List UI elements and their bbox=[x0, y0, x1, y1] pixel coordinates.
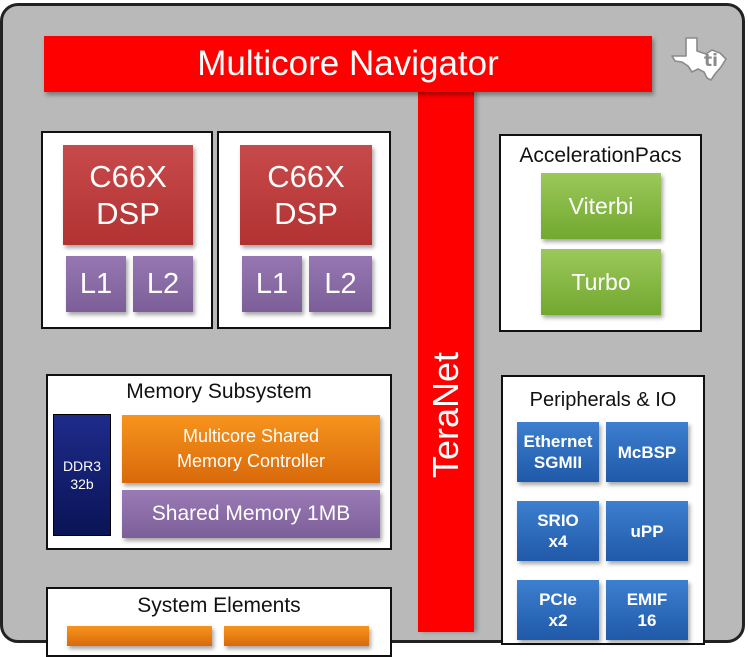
system-element-block bbox=[224, 626, 369, 646]
turbo-label: Turbo bbox=[571, 268, 631, 295]
multicore-navigator-label: Multicore Navigator bbox=[197, 44, 499, 83]
ethernet-sgmii-block: Ethernet SGMII bbox=[517, 422, 599, 482]
viterbi-block: Viterbi bbox=[541, 173, 661, 239]
l1-cache-block: L1 bbox=[66, 256, 126, 312]
pcie-block: PCIe x2 bbox=[517, 580, 599, 640]
multicore-navigator-bar: Multicore Navigator bbox=[44, 36, 652, 92]
peripheral-label: PCIe bbox=[539, 590, 577, 609]
peripheral-sublabel: SGMII bbox=[533, 453, 583, 472]
l2-cache-block: L2 bbox=[309, 256, 372, 312]
dsp-core-type: DSP bbox=[96, 196, 160, 231]
dsp-core-block: C66X DSP bbox=[240, 145, 372, 245]
l2-cache-block: L2 bbox=[133, 256, 193, 312]
peripheral-label: EMIF bbox=[626, 590, 668, 609]
controller-label-line2: Memory Controller bbox=[176, 451, 326, 471]
peripheral-label: uPP bbox=[630, 521, 664, 541]
texas-instruments-logo-icon: ti bbox=[671, 37, 727, 81]
dsp-core-type: DSP bbox=[274, 196, 338, 231]
l2-cache-label: L2 bbox=[146, 267, 180, 300]
peripheral-sublabel: 16 bbox=[637, 611, 657, 630]
turbo-block: Turbo bbox=[541, 249, 661, 315]
peripheral-label: SRIO bbox=[537, 511, 579, 530]
ddr3-width-label: 32b bbox=[70, 476, 94, 492]
upp-block: uPP bbox=[606, 501, 688, 561]
teranet-bus bbox=[418, 92, 474, 632]
mcbsp-block: McBSP bbox=[606, 422, 688, 482]
peripherals-io-title: Peripherals & IO bbox=[529, 389, 677, 411]
peripheral-label: McBSP bbox=[617, 442, 677, 462]
peripheral-sublabel: x4 bbox=[548, 532, 568, 551]
svg-text:ti: ti bbox=[704, 51, 718, 71]
teranet-label: TeraNet bbox=[425, 351, 466, 479]
dsp-core-name: C66X bbox=[89, 159, 167, 194]
viterbi-label: Viterbi bbox=[568, 192, 634, 219]
system-elements-title: System Elements bbox=[137, 594, 301, 617]
peripheral-label: Ethernet bbox=[523, 432, 593, 451]
shared-memory-label: Shared Memory 1MB bbox=[151, 502, 351, 525]
system-elements-panel: System Elements bbox=[46, 587, 392, 657]
acceleration-pacs-panel: AccelerationPacs Viterbi Turbo bbox=[499, 134, 702, 332]
l1-cache-label: L1 bbox=[255, 267, 289, 300]
system-element-block bbox=[67, 626, 212, 646]
multicore-shared-memory-controller-block: Multicore Shared Memory Controller bbox=[122, 415, 380, 483]
memory-subsystem-title: Memory Subsystem bbox=[126, 380, 312, 403]
peripheral-sublabel: x2 bbox=[548, 611, 568, 630]
l1-cache-label: L1 bbox=[79, 267, 113, 300]
dsp-core-name: C66X bbox=[267, 159, 345, 194]
l2-cache-label: L2 bbox=[324, 267, 357, 300]
dsp-core-block: C66X DSP bbox=[63, 145, 193, 245]
ddr3-block: DDR3 32b bbox=[53, 414, 111, 536]
ddr3-label: DDR3 bbox=[62, 458, 102, 474]
controller-label-line1: Multicore Shared bbox=[182, 426, 320, 446]
memory-subsystem-panel: Memory Subsystem DDR3 32b Multicore Shar… bbox=[46, 374, 392, 550]
srio-block: SRIO x4 bbox=[517, 501, 599, 561]
acceleration-pacs-title: AccelerationPacs bbox=[519, 144, 682, 167]
l1-cache-block: L1 bbox=[242, 256, 302, 312]
shared-memory-block: Shared Memory 1MB bbox=[122, 490, 380, 538]
emif-block: EMIF 16 bbox=[606, 580, 688, 640]
